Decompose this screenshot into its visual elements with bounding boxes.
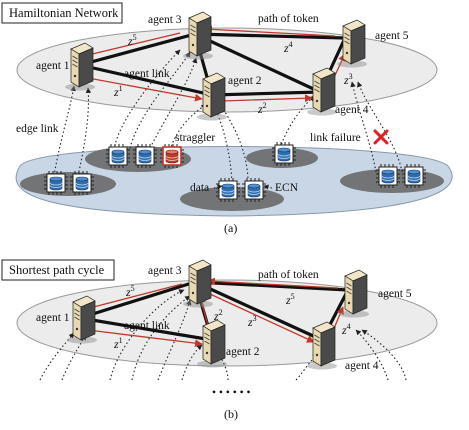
agent-3-label: agent 3 xyxy=(148,14,182,26)
straggler-chip-icon[interactable] xyxy=(159,143,185,169)
agent-2-label-b: agent 2 xyxy=(226,346,260,358)
agent-4-label-b: agent 4 xyxy=(345,360,379,372)
panel-b: z5 z1 z2 z3 z4 z5 agent 1 agent 2 agent … xyxy=(1,259,438,421)
edge-device-chip-icon[interactable] xyxy=(401,163,427,189)
path-of-token-label-b: path of token xyxy=(258,269,319,281)
edge-device-chip-icon[interactable] xyxy=(271,141,297,167)
edge-device-chip-icon[interactable] xyxy=(241,177,267,203)
straggler-label: straggler xyxy=(175,132,215,144)
ellipsis-label: • • • • • • xyxy=(212,387,251,399)
panel-a: z5 z1 z2 z3 z4 agent 1 agent 2 agent 3 a… xyxy=(1,2,453,235)
ecn-label: ECN xyxy=(275,182,299,194)
token-path-b xyxy=(81,277,344,348)
z-labels-b: z5 z1 z2 z3 z4 z5 xyxy=(113,284,351,351)
token-path xyxy=(79,25,346,103)
path-of-token-label: path of token xyxy=(258,13,319,25)
panel-b-title-box: Shortest path cycle xyxy=(1,259,115,281)
agent-link-label: agent link xyxy=(124,68,170,80)
edge-device-chip-icon[interactable] xyxy=(132,143,158,169)
edge-link-label: edge link xyxy=(16,123,59,135)
agent-3-label-b: agent 3 xyxy=(148,265,182,277)
data-label: data xyxy=(190,182,209,194)
svg-text:z1: z1 xyxy=(113,336,123,351)
panel-a-caption: (a) xyxy=(224,221,237,235)
agent-5-label: agent 5 xyxy=(375,30,409,42)
agent-5-label-b: agent 5 xyxy=(378,288,412,300)
panel-b-caption: (b) xyxy=(224,407,238,421)
edge-device-chip-icon[interactable] xyxy=(375,163,401,189)
panel-b-title: Shortest path cycle xyxy=(9,263,105,277)
edge-links-b xyxy=(39,289,407,381)
agent-2-label: agent 2 xyxy=(228,75,262,87)
edge-device-chip-icon[interactable] xyxy=(69,170,95,196)
svg-text:z4: z4 xyxy=(341,322,351,337)
link-failure-x-icon xyxy=(373,129,389,145)
agent-link-label-b: agent link xyxy=(124,320,170,332)
edge-device-chip-icon[interactable] xyxy=(105,143,131,169)
svg-text:z1: z1 xyxy=(113,84,123,99)
panel-a-title-box: Hamiltonian Network xyxy=(1,2,123,24)
edge-device-chip-icon[interactable] xyxy=(43,170,69,196)
svg-text:z5: z5 xyxy=(127,33,137,48)
platform-left xyxy=(20,172,116,196)
agent-1-label: agent 1 xyxy=(36,60,70,72)
svg-text:z5: z5 xyxy=(285,292,295,307)
svg-text:z2: z2 xyxy=(257,101,267,116)
svg-text:z4: z4 xyxy=(283,40,293,55)
svg-text:z5: z5 xyxy=(125,284,135,299)
link-failure-label: link failure xyxy=(310,132,361,144)
svg-text:z3: z3 xyxy=(343,72,353,87)
data-pointers xyxy=(213,184,273,190)
agent-4-label: agent 4 xyxy=(335,104,369,116)
panel-a-title: Hamiltonian Network xyxy=(9,6,119,20)
svg-text:z2: z2 xyxy=(213,308,223,323)
agent-1-label-b: agent 1 xyxy=(36,312,70,324)
svg-text:z3: z3 xyxy=(247,314,257,329)
edge-device-chip-icon[interactable] xyxy=(215,177,241,203)
z-labels-a: z5 z1 z2 z3 z4 xyxy=(113,33,353,116)
